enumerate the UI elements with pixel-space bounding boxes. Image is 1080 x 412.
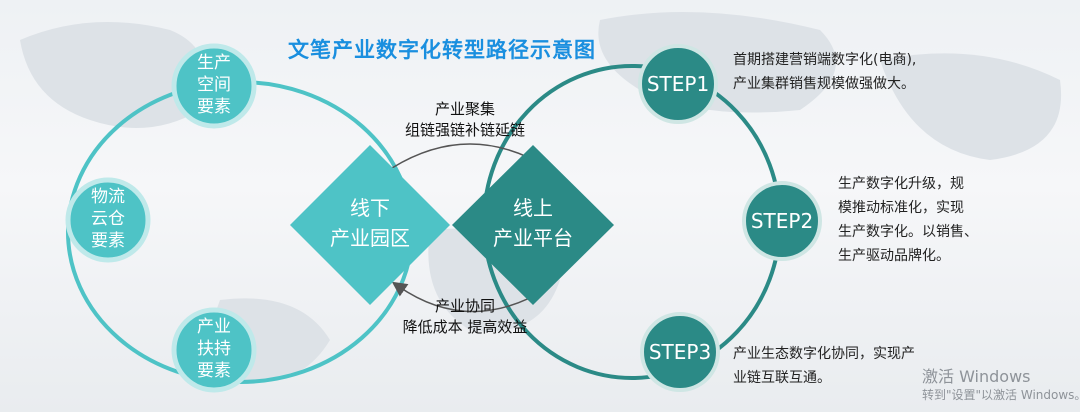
left-node-logistics-cloud-label: 物流云仓要素 <box>91 187 125 251</box>
left-node-logistics-cloud <box>65 177 151 263</box>
step1-label: STEP1 <box>646 72 710 96</box>
step1-description: 首期搭建营销端数字化(电商),产业集群销售规模做强做大。 <box>733 52 917 92</box>
left-node-industry-support <box>171 307 257 393</box>
online-platform-diamond <box>452 145 614 305</box>
offline-park-diamond <box>290 145 450 305</box>
diagram-title: 文笔产业数字化转型路径示意图 <box>288 38 596 62</box>
offline-park-label: 线下产业园区 <box>330 196 410 250</box>
step2-description: 生产数字化升级，规模推动标准化，实现 生产数字化。以销售、生产驱动品牌化。 <box>838 176 978 264</box>
left-node-production-space-label: 生产空间要素 <box>197 53 231 117</box>
left-node-industry-support-label: 产业扶持要素 <box>197 317 231 381</box>
activation-watermark-subtitle: 转到"设置"以激活 Windows。 <box>922 388 1080 402</box>
step2-label: STEP2 <box>750 209 814 233</box>
step3-description: 产业生态数字化协同，实现产业链互联互通。 <box>733 346 915 386</box>
step2-node <box>742 181 822 261</box>
flow-top-label: 产业聚集组链强链补链延链 <box>404 100 525 139</box>
activation-watermark-title: 激活 Windows <box>922 367 1031 386</box>
step3-label: STEP3 <box>648 340 712 364</box>
background-map <box>20 12 1062 382</box>
step3-node <box>640 312 720 392</box>
online-platform-label: 线上产业平台 <box>493 196 573 250</box>
step1-node <box>638 44 718 124</box>
left-node-production-space <box>171 43 257 129</box>
flow-bottom-label: 产业协同降低成本 提高效益 <box>402 297 528 336</box>
